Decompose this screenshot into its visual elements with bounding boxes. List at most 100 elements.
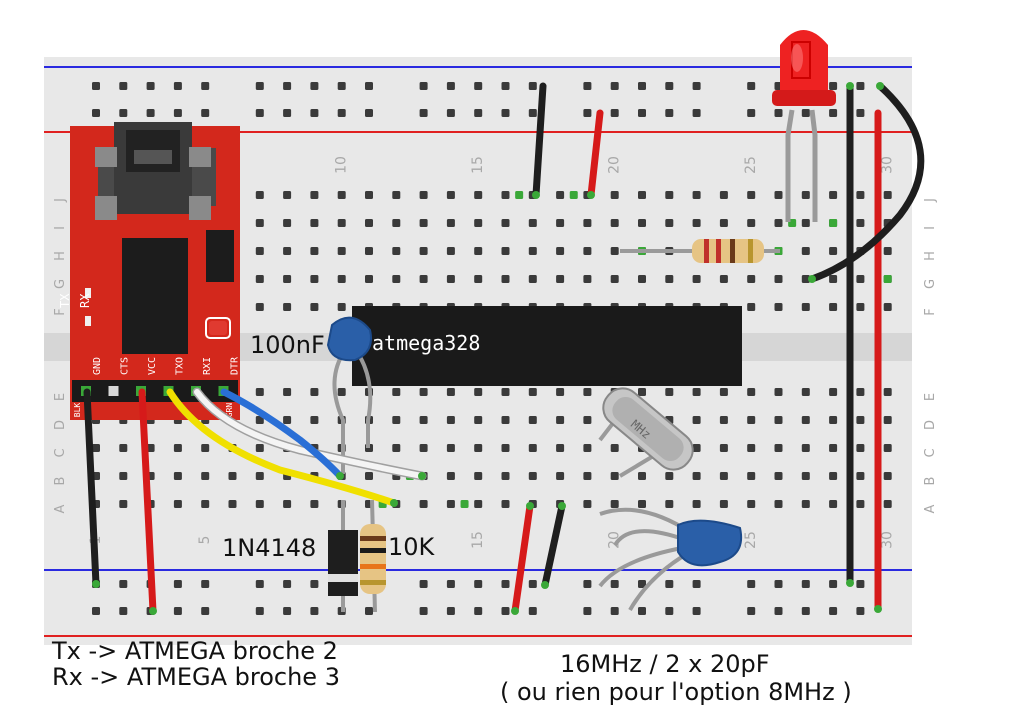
ftdi-led-tx-label: TX xyxy=(58,293,72,308)
breadboard-hole xyxy=(501,109,510,117)
capacitor-20pf xyxy=(598,507,742,611)
breadboard-hole xyxy=(501,388,510,396)
breadboard-hole xyxy=(446,219,455,227)
row-letter-right: F xyxy=(923,308,938,315)
row-letter-left: J xyxy=(53,198,68,203)
breadboard-hole xyxy=(474,472,483,480)
breadboard-hole xyxy=(446,580,455,588)
ftdi-pin-label: GND xyxy=(92,357,103,375)
breadboard-hole xyxy=(638,275,646,283)
breadboard-hole xyxy=(501,500,510,508)
breadboard-hole xyxy=(337,247,346,255)
note-tx: Tx -> ATMEGA broche 2 xyxy=(52,637,338,665)
breadboard-hole xyxy=(92,607,100,615)
row-letter-right: B xyxy=(923,477,938,486)
breadboard-hole xyxy=(283,580,292,588)
led-red xyxy=(780,30,828,95)
breadboard-hole xyxy=(883,416,892,424)
breadboard-hole xyxy=(201,607,210,615)
breadboard-labels: 115510101515202025253030JJIIHHGGFFEEDDCC… xyxy=(53,156,938,549)
wire-vcc-red xyxy=(138,388,157,615)
breadboard-hole xyxy=(365,275,373,283)
breadboard-hole xyxy=(419,219,428,227)
breadboard-hole xyxy=(501,416,510,424)
wire-gnd-black xyxy=(83,388,100,588)
breadboard-hole xyxy=(283,247,292,255)
breadboard-hole xyxy=(569,191,578,199)
breadboard-hole xyxy=(638,500,646,508)
breadboard-hole xyxy=(692,416,701,424)
breadboard-hole xyxy=(201,109,210,117)
breadboard-hole xyxy=(337,388,346,396)
breadboard-hole xyxy=(501,472,510,480)
breadboard-hole xyxy=(583,500,592,508)
breadboard-hole xyxy=(201,444,210,452)
breadboard-hole xyxy=(747,580,756,588)
breadboard-hole xyxy=(446,191,455,199)
breadboard-hole xyxy=(173,444,182,452)
breadboard-hole xyxy=(829,416,838,424)
ftdi-side-label: GRN xyxy=(225,403,234,418)
breadboard-hole xyxy=(665,109,674,117)
wire-end xyxy=(511,607,519,615)
breadboard-hole xyxy=(528,472,537,480)
breadboard-hole xyxy=(747,109,756,117)
breadboard-hole xyxy=(419,247,428,255)
breadboard-hole xyxy=(801,275,810,283)
breadboard-hole xyxy=(692,500,701,508)
breadboard-hole xyxy=(747,472,756,480)
wire-end xyxy=(532,191,540,199)
breadboard-hole xyxy=(665,607,674,615)
breadboard-hole xyxy=(146,444,155,452)
breadboard-hole xyxy=(501,607,510,615)
breadboard-hole xyxy=(337,275,346,283)
breadboard-hole xyxy=(310,303,319,311)
row-letter-left: C xyxy=(53,448,68,457)
breadboard-hole xyxy=(392,388,401,396)
breadboard-hole xyxy=(255,472,264,480)
breadboard-hole xyxy=(119,580,128,588)
wire-end xyxy=(846,82,854,90)
ftdi-pin-label: TXO xyxy=(175,357,186,375)
breadboard-hole xyxy=(856,607,865,615)
breadboard-hole xyxy=(528,444,537,452)
breadboard-hole xyxy=(419,191,428,199)
breadboard-hole xyxy=(883,388,892,396)
breadboard-hole xyxy=(474,109,483,117)
breadboard-hole xyxy=(665,500,674,508)
breadboard-hole xyxy=(119,444,128,452)
breadboard-hole xyxy=(528,82,537,90)
breadboard-hole xyxy=(665,191,674,199)
breadboard-hole xyxy=(883,303,892,311)
breadboard-hole xyxy=(829,109,838,117)
breadboard-hole xyxy=(310,416,319,424)
wire-rxi-white xyxy=(194,389,425,479)
breadboard-hole xyxy=(146,109,155,117)
breadboard-hole xyxy=(829,275,838,283)
breadboard-hole xyxy=(719,388,728,396)
breadboard-hole xyxy=(747,82,756,90)
wire-end xyxy=(526,502,534,510)
row-letter-left: H xyxy=(53,251,68,261)
breadboard-hole xyxy=(528,219,537,227)
led-component xyxy=(772,30,836,222)
breadboard-hole xyxy=(310,388,319,396)
breadboard-hole xyxy=(829,580,838,588)
breadboard-hole xyxy=(501,191,510,199)
breadboard-hole xyxy=(638,388,646,396)
wire-end xyxy=(587,191,595,199)
breadboard-hole xyxy=(474,388,483,396)
breadboard-hole xyxy=(665,219,674,227)
breadboard-hole xyxy=(774,444,783,452)
breadboard-hole xyxy=(774,607,783,615)
ftdi-pin-label: DTR xyxy=(230,356,241,375)
breadboard-hole xyxy=(474,219,483,227)
jumper-wire-black-top xyxy=(532,82,547,199)
row-letter-left: B xyxy=(53,477,68,486)
breadboard-hole xyxy=(610,472,619,480)
column-number-bottom: 20 xyxy=(607,531,623,549)
breadboard-hole xyxy=(774,109,783,117)
column-number-bottom: 25 xyxy=(743,531,759,549)
row-letter-right: E xyxy=(923,393,938,401)
breadboard-hole xyxy=(856,472,865,480)
